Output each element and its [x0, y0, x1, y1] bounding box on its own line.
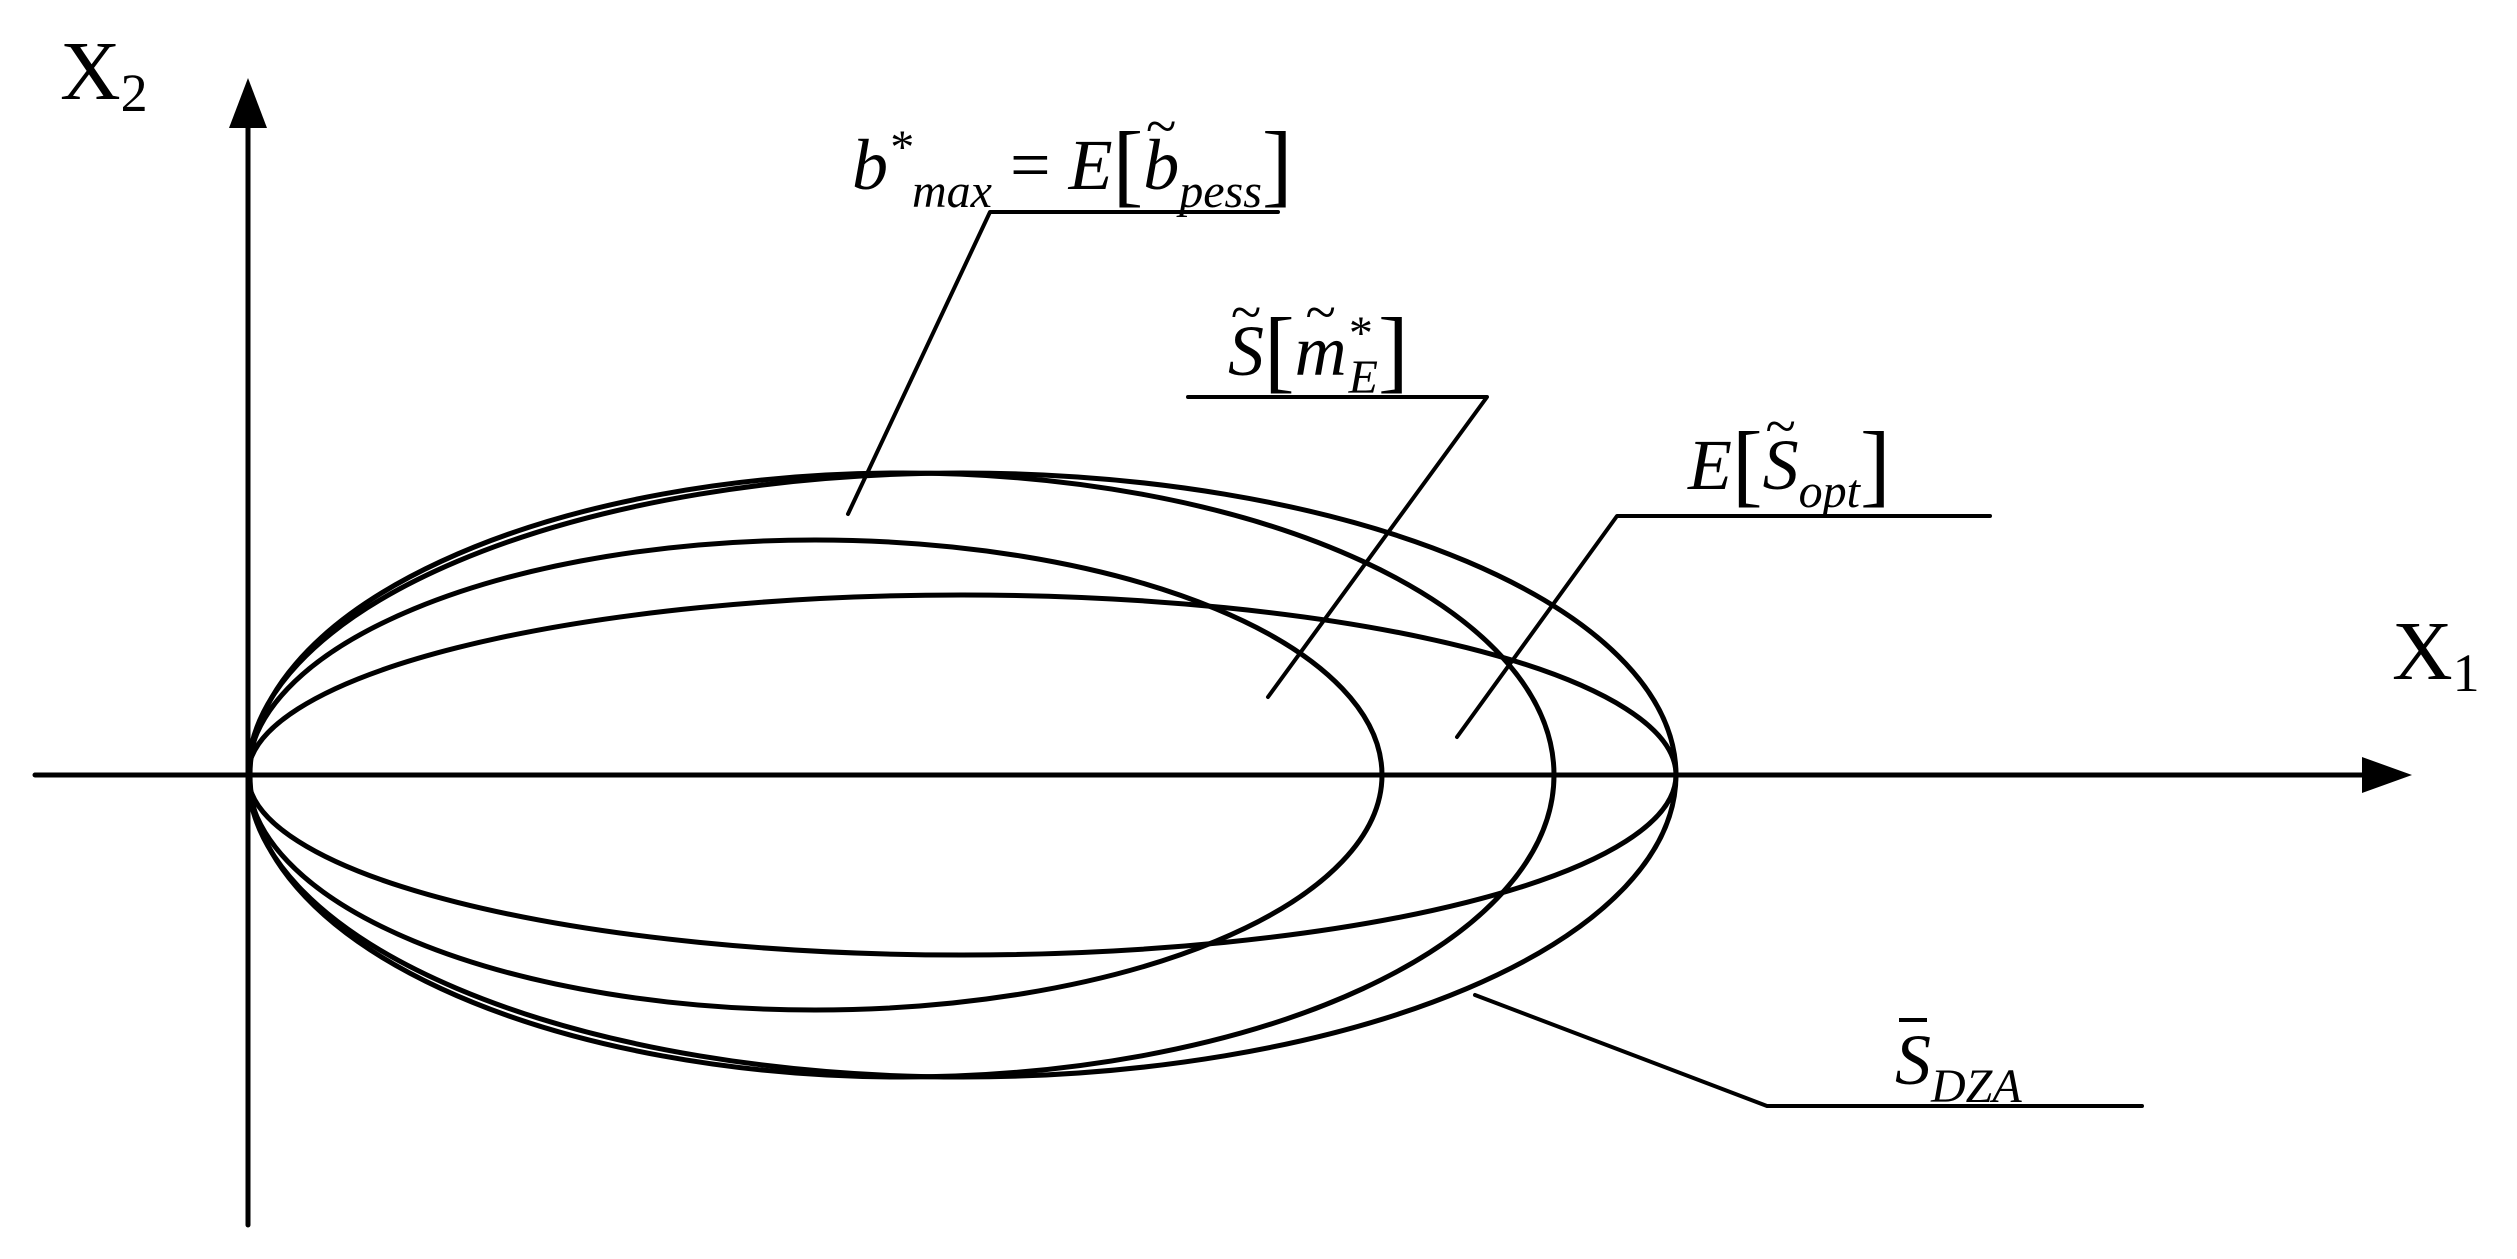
e-s-opt-left-bracket: [: [1731, 413, 1763, 515]
x-axis-letter: X: [2392, 605, 2453, 698]
y-axis-letter: X: [60, 25, 121, 118]
s-m-left-bracket: [: [1264, 299, 1295, 401]
s-opt-tilde: ~: [1765, 396, 1796, 458]
s-dza-overbar: [1898, 1018, 1928, 1022]
b-pess-tilde: ~: [1146, 96, 1177, 158]
region-b-max-boundary: [245, 592, 1679, 958]
y-axis-index: 2: [120, 63, 148, 123]
m-e-star: *: [1346, 307, 1371, 360]
b-pess-subscript: pess: [1179, 165, 1262, 218]
leader-b-max: [846, 210, 1280, 516]
leader-s-dza: [1473, 993, 2144, 1108]
b-pess-base: b: [1143, 125, 1180, 205]
s-dza-subscript: DZA: [1931, 1060, 2022, 1113]
e-s-opt-right-bracket: ]: [1859, 413, 1891, 515]
b-max-right-bracket: ]: [1261, 113, 1293, 215]
s-m-right-bracket: ]: [1377, 299, 1409, 401]
leader-e-s-opt: [1455, 514, 1992, 739]
y-axis-arrowhead: [229, 78, 267, 128]
b-max-star: *: [888, 121, 912, 174]
x-axis-arrowhead: [2362, 757, 2412, 793]
label-b-max: b*max = E[b~pess]: [852, 99, 1293, 216]
m-e-base: m: [1294, 311, 1347, 391]
s-m-accented: S~: [1228, 285, 1264, 387]
x-axis-label: X1: [2392, 610, 2480, 701]
s-m-base: S: [1228, 311, 1264, 391]
b-max-expectation: E: [1068, 125, 1113, 205]
b-max-equals: =: [991, 125, 1069, 205]
m-e-accented: m~: [1295, 285, 1347, 387]
m-e-tilde: ~: [1305, 282, 1336, 344]
label-e-s-opt: E[S~opt]: [1688, 399, 1891, 516]
s-opt-subscript: opt: [1798, 465, 1860, 518]
s-opt-accented: S~: [1763, 399, 1799, 501]
b-pess-accented: b~: [1143, 99, 1179, 201]
leader-s-m: [1186, 395, 1489, 699]
b-max-subscript: max: [912, 165, 992, 218]
s-dza-base: S: [1895, 1020, 1931, 1100]
label-s-m: S~[m~*E]: [1228, 285, 1409, 402]
s-opt-base: S: [1762, 425, 1799, 505]
x-axis-index: 1: [2452, 643, 2480, 703]
y-axis-label: X2: [60, 30, 148, 121]
m-e-subscript: E: [1348, 351, 1378, 404]
b-max-base: b: [852, 125, 888, 205]
s-dza-accented: S: [1895, 1018, 1931, 1096]
b-max-left-bracket: [: [1112, 113, 1144, 215]
s-m-tilde: ~: [1230, 282, 1262, 344]
e-s-opt-expectation: E: [1688, 425, 1732, 505]
